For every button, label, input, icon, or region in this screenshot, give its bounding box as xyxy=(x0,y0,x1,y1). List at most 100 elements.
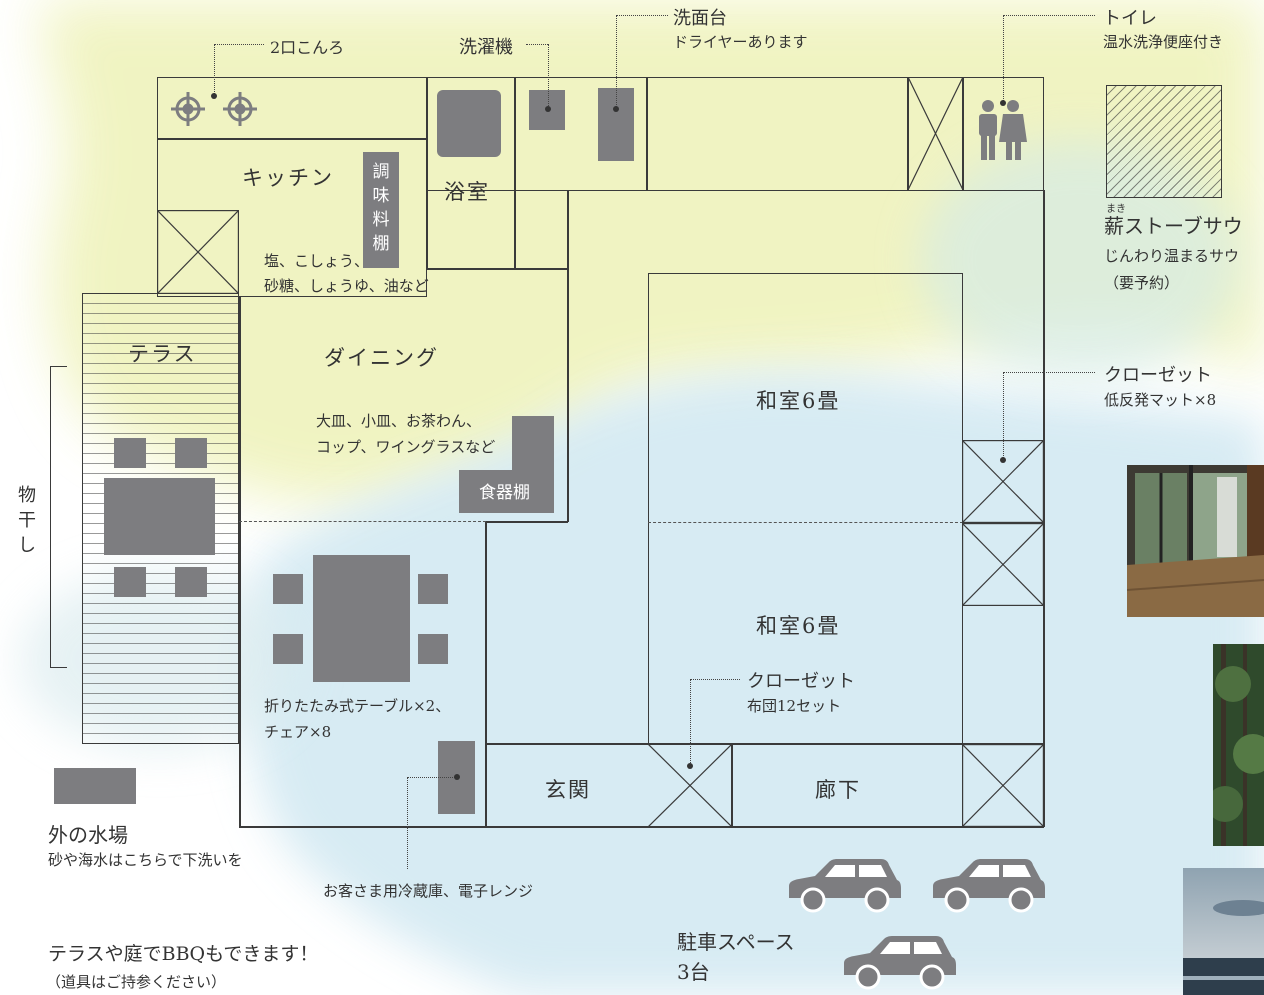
spice-shelf-label: 調味料棚 xyxy=(372,162,390,254)
kitchen-storage-x xyxy=(156,209,240,295)
bath-left-wall xyxy=(426,77,428,269)
dining-chair xyxy=(418,634,448,664)
stove-leader-v xyxy=(214,44,215,94)
parking-title: 駐車スペース xyxy=(677,930,795,954)
toilet-storage-x xyxy=(907,76,964,191)
closet1-note: 低反発マット×8 xyxy=(1104,391,1217,409)
toilet-divider xyxy=(962,77,964,191)
closet2-leader-v xyxy=(690,679,691,765)
room-washitsu-top: 和室6畳 xyxy=(756,389,841,413)
terrace-chair xyxy=(114,438,146,468)
washroom-right-wall xyxy=(646,77,648,191)
seasoning-note1: 塩、こしょう、 xyxy=(264,252,370,270)
spice-shelf xyxy=(363,152,399,268)
basin-title: 洗面台 xyxy=(673,8,727,29)
dining-chair xyxy=(273,634,303,664)
toilet-leader xyxy=(1003,15,1095,16)
basin-leader-v xyxy=(616,15,617,107)
fridge-leader-v xyxy=(407,777,408,869)
stove-point xyxy=(211,93,217,99)
dining-left-wall xyxy=(239,297,241,827)
closet2-title: クローゼット xyxy=(747,671,855,692)
dish-shelf-label: 食器棚 xyxy=(479,483,530,503)
fridge-point xyxy=(454,774,460,780)
bbq-note1: テラスや庭でBBQもできます！ xyxy=(48,943,319,965)
sauna-ruby: まき xyxy=(1106,204,1126,215)
dining-right-wall xyxy=(567,190,569,522)
closet1-leader-v xyxy=(1003,372,1004,460)
toilet-left-wall xyxy=(907,77,909,191)
room-entrance: 玄関 xyxy=(545,778,591,802)
drying-label: 物干し xyxy=(18,485,36,556)
fridge-leader xyxy=(407,777,457,778)
dining-step xyxy=(485,521,568,523)
hall-divider xyxy=(731,743,733,827)
outdoor-sink xyxy=(54,768,136,804)
terrace-table xyxy=(104,478,215,555)
washitsu-split-line xyxy=(648,522,963,523)
washer-leader-v xyxy=(548,44,549,108)
washer-point xyxy=(545,106,551,112)
dishes-note1: 大皿、小皿、お茶わん、 xyxy=(316,412,482,430)
room-kitchen: キッチン xyxy=(242,166,334,190)
forest-photo xyxy=(1213,644,1264,846)
toilet-note: 温水洗浄便座付き xyxy=(1103,33,1224,51)
table-note2: チェア×8 xyxy=(264,723,332,741)
seasoning-note2: 砂糖、しょうゆ、油など xyxy=(264,277,429,295)
drying-rail xyxy=(50,366,67,668)
outdoor-sink-title: 外の水場 xyxy=(48,823,128,847)
room-washitsu-bottom: 和室6畳 xyxy=(756,614,841,638)
dining-split-line xyxy=(239,521,486,522)
kitchen-stove-divider xyxy=(157,138,427,140)
closet1-point xyxy=(1000,457,1006,463)
table-note1: 折りたたみ式テーブル×2、 xyxy=(264,697,451,715)
room-hallway: 廊下 xyxy=(815,778,861,802)
sauna-title: 薪ストーブサウ xyxy=(1104,214,1243,238)
bath-right-wall xyxy=(514,77,516,269)
car-icon xyxy=(933,859,1045,913)
washer-label: 洗濯機 xyxy=(459,37,513,58)
sea-photo xyxy=(1183,868,1264,995)
room-dining: ダイニング xyxy=(324,346,439,370)
dishes-note2: コップ、ワイングラスなど xyxy=(316,438,496,456)
stove-burner-icon xyxy=(171,92,257,126)
car-icon xyxy=(789,859,901,913)
closet-hall-x xyxy=(647,743,733,828)
basin-point xyxy=(613,106,619,112)
sauna-note2: （要予約） xyxy=(1104,274,1180,292)
car-icon xyxy=(844,936,956,990)
dish-shelf-upper xyxy=(512,416,554,476)
sauna-hatch xyxy=(1106,85,1222,198)
closet1-leader xyxy=(1003,372,1095,373)
closet1-title: クローゼット xyxy=(1104,365,1212,386)
dish-shelf xyxy=(459,470,554,513)
stove-leader xyxy=(214,44,264,45)
outdoor-sink-note: 砂や海水はこちらで下洗いを xyxy=(48,851,243,869)
fridge-note: お客さま用冷蔵庫、電子レンジ xyxy=(323,882,534,900)
stove-label: 2口こんろ xyxy=(270,38,345,57)
entrance-left-wall xyxy=(485,521,487,827)
room-bath: 浴室 xyxy=(444,180,490,204)
sauna-note1: じんわり温まるサウ xyxy=(1104,247,1240,265)
toilet-people-icon xyxy=(979,100,1027,160)
dining-chair xyxy=(418,574,448,604)
terrace-chair xyxy=(175,567,207,597)
toilet-title: トイレ xyxy=(1103,8,1157,29)
toilet-leader-v xyxy=(1003,15,1004,103)
parking-count: 3台 xyxy=(677,960,710,984)
closet2-note: 布団12セット xyxy=(747,697,842,715)
bath-bottom-wall xyxy=(426,268,568,270)
terrace-chair xyxy=(114,567,146,597)
bathtub xyxy=(437,90,501,157)
dining-table xyxy=(313,555,410,682)
closet2-leader xyxy=(690,679,740,680)
room-terrace: テラス xyxy=(128,342,197,366)
hall-storage-x xyxy=(961,743,1045,828)
bottom-wall xyxy=(239,826,1044,828)
washer-leader xyxy=(526,44,548,45)
interior-photo xyxy=(1127,465,1264,617)
bbq-note2: （道具はご持参ください） xyxy=(46,973,227,991)
basin-note: ドライヤーあります xyxy=(673,33,808,51)
closet2-point xyxy=(687,763,693,769)
dining-chair xyxy=(273,574,303,604)
